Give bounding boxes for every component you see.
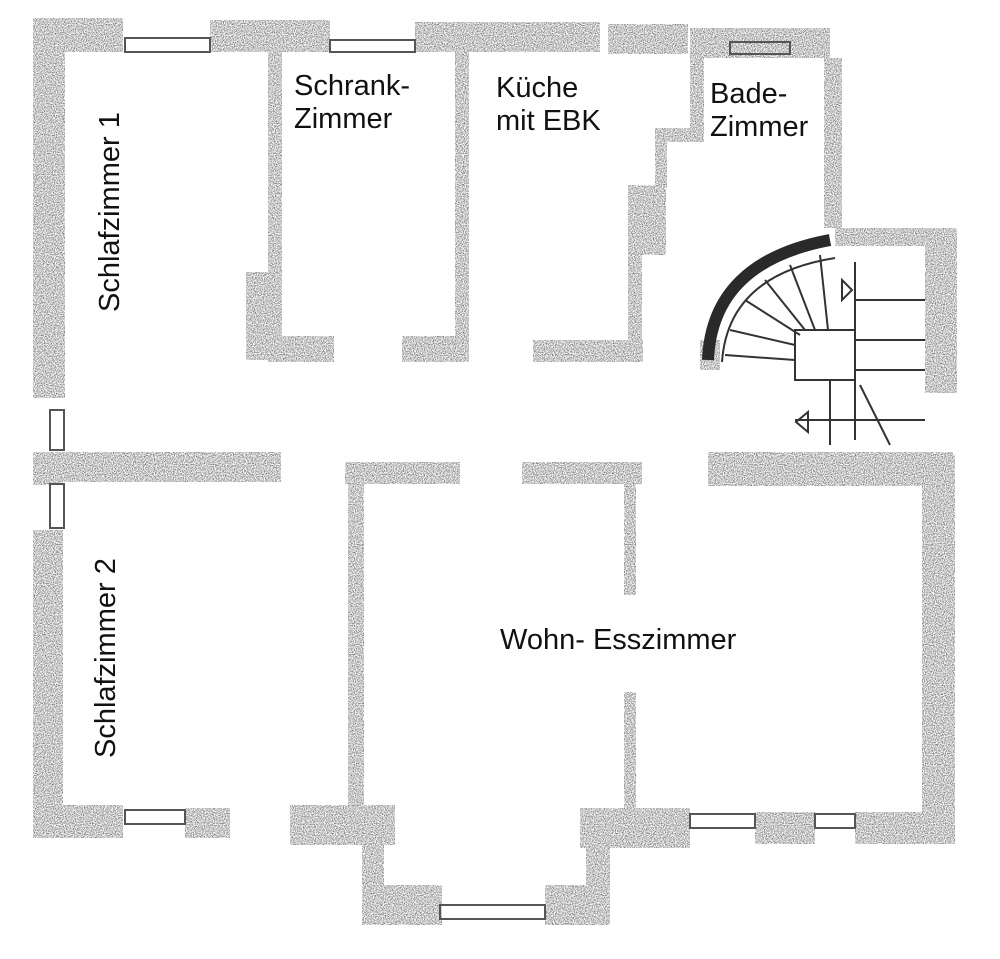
outer-wall-top-2 [415, 22, 600, 52]
outer-wall-left-upper [33, 18, 65, 398]
schrankzimmer-line-1: Schrank- [294, 70, 411, 102]
staircase [702, 234, 925, 446]
room-label-badezimmer: Bade- Zimmer [710, 78, 808, 144]
wall-kueche-bath-jog [655, 128, 704, 142]
kueche-line-1: Küche [496, 72, 579, 104]
stair-well [794, 329, 856, 381]
wall-sz1-sz2 [33, 452, 281, 482]
outer-wall-bottom-left [33, 805, 123, 838]
wall-schrank-kueche [455, 52, 469, 362]
outer-wall-top-1 [210, 20, 330, 52]
wall-wohn-divider-lower [624, 692, 636, 812]
outer-wall-bottom-2 [185, 808, 230, 838]
bay-wall-right [586, 835, 610, 925]
stair-inner-curve [721, 257, 836, 363]
stair-arrow-up [841, 277, 854, 303]
stair-curved-wall [702, 234, 832, 361]
window-bottom-4 [814, 813, 856, 829]
wall-kueche-bath-upper [690, 52, 704, 134]
outer-wall-bottom-4 [580, 808, 690, 848]
outer-wall-top-3 [608, 24, 688, 54]
bath-right-wall [824, 58, 842, 228]
outer-wall-bottom-5 [755, 812, 815, 844]
wall-kueche-bath-lower [655, 128, 667, 188]
wall-sz2-wohn [348, 480, 364, 810]
room-label-schrankzimmer: Schrank- Zimmer [294, 70, 410, 136]
outer-wall-right-lower [922, 455, 955, 843]
wall-wohn-divider-upper [624, 480, 636, 595]
schrankzimmer-line-2: Zimmer [294, 103, 393, 135]
room-label-kueche: Küche mit EBK [496, 72, 601, 138]
windows [49, 37, 856, 920]
window-left-2 [49, 483, 65, 529]
bay-wall-bottom-left [362, 885, 442, 925]
stair-top-wall [835, 228, 955, 246]
stair-arrow-down [794, 409, 809, 435]
kueche-line-2: mit EBK [496, 105, 601, 137]
outer-wall-left-lower [33, 530, 63, 838]
badezimmer-line-2: Zimmer [710, 111, 809, 143]
window-top-3 [729, 41, 791, 55]
wall-corridor-right [522, 462, 642, 484]
wall-kueche-bottom-right [533, 340, 643, 362]
badezimmer-line-1: Bade- [710, 78, 788, 110]
window-top-2 [329, 39, 416, 53]
wall-corridor-left [345, 462, 460, 484]
pillar-kueche [628, 185, 666, 255]
wall-stair-bottom [708, 452, 953, 486]
window-left-1 [49, 409, 65, 451]
walls [33, 18, 957, 925]
wall-kueche-bottom-left [402, 336, 468, 362]
window-top-1 [124, 37, 211, 53]
window-bottom-2 [439, 904, 546, 920]
window-bottom-1 [124, 809, 186, 825]
wall-kueche-right [628, 250, 642, 350]
window-bottom-3 [689, 813, 756, 829]
outer-wall-right-stair [925, 228, 957, 393]
room-label-schlafzimmer-1: Schlafzimmer 1 [94, 112, 126, 312]
room-label-wohn-esszimmer: Wohn- Esszimmer [500, 624, 737, 656]
room-label-schlafzimmer-2: Schlafzimmer 2 [90, 558, 122, 758]
wall-schrank-bottom [268, 336, 334, 362]
